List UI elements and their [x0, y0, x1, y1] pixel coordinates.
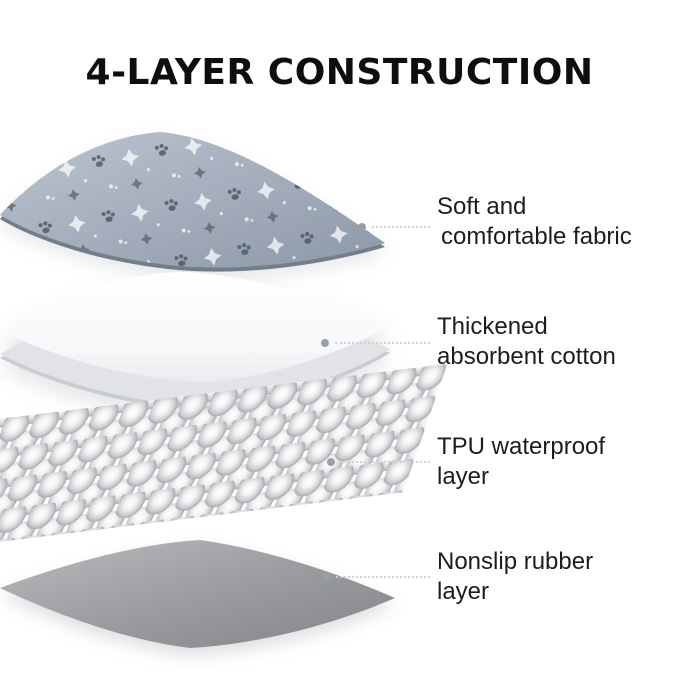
rubber-callout-dot [322, 573, 330, 581]
tpu-layer-label: TPU waterproof layer [437, 432, 605, 492]
tpu-callout-dot [327, 458, 335, 466]
fabric-layer-label: Soft and comfortable fabric [437, 192, 632, 252]
rubber-label-line2: layer [437, 578, 490, 605]
cotton-layer-label: Thickened absorbent cotton [437, 312, 616, 372]
cotton-leader-line [335, 342, 430, 344]
tpu-leader-line [341, 461, 430, 463]
fabric-callout-dot [358, 223, 366, 231]
page-title: 4-LAYER CONSTRUCTION [85, 52, 594, 93]
rubber-layer-label: Nonslip rubber layer [437, 547, 593, 607]
fabric-label-line1: Soft and [437, 193, 527, 220]
fabric-layer-graphic [0, 132, 385, 272]
cotton-label-line1: Thickened [437, 313, 548, 340]
tpu-label-line2: layer [437, 463, 490, 490]
rubber-leader-line [336, 576, 430, 578]
fabric-leader-line [372, 226, 430, 228]
cotton-label-line2: absorbent cotton [437, 343, 616, 370]
rubber-layer-graphic [0, 540, 395, 648]
tpu-label-line1: TPU waterproof [437, 433, 606, 460]
rubber-label-line1: Nonslip rubber [437, 548, 594, 575]
fabric-label-line2: comfortable fabric [441, 223, 632, 250]
cotton-callout-dot [321, 339, 329, 347]
